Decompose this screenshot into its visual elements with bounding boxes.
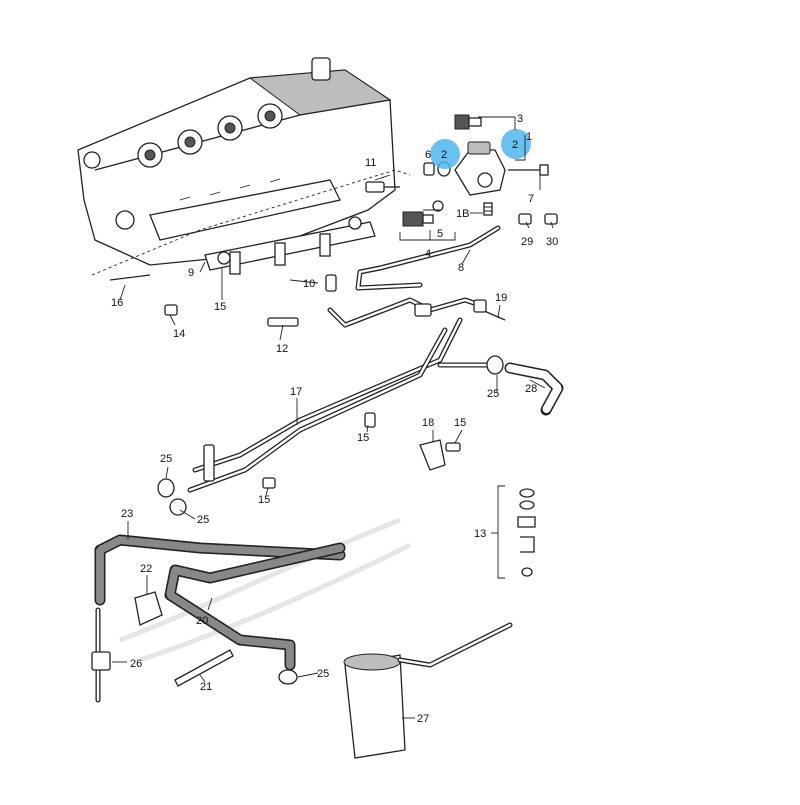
connector [414, 303, 432, 317]
label-21: 21 [200, 681, 212, 693]
label-7: 7 [528, 193, 534, 205]
bolts [109, 274, 461, 489]
clip-17 [203, 444, 215, 482]
label-28: 28 [525, 383, 537, 395]
watermark [119, 517, 412, 663]
fuel-line-17 [192, 317, 463, 473]
cylinder-head [77, 57, 396, 266]
label-4: 4 [425, 248, 431, 260]
label-12: 12 [276, 343, 288, 355]
label-30: 30 [546, 236, 558, 248]
highlight-2-right [501, 129, 531, 159]
caps-25 [157, 355, 504, 685]
label-11: 11 [365, 157, 376, 169]
label-5: 5 [437, 228, 443, 240]
label-1: 1 [526, 131, 532, 143]
bolt-1b [483, 202, 493, 216]
bolt-7 [508, 164, 549, 176]
label-15-lower: 15 [258, 494, 270, 506]
bracket-13 [497, 485, 505, 579]
bracket-4 [399, 232, 456, 241]
label-17: 17 [290, 386, 302, 398]
label-8: 8 [458, 262, 464, 274]
label-9: 9 [188, 267, 194, 279]
label-18: 18 [422, 417, 434, 429]
label-29: 29 [521, 236, 533, 248]
strip-21 [174, 649, 234, 687]
label-20: 20 [196, 615, 208, 627]
label-10: 10 [303, 278, 315, 290]
sensor-4 [402, 200, 444, 227]
clamp-22 [134, 591, 163, 626]
label-6: 6 [425, 149, 431, 161]
label-2-right: 2 [512, 139, 518, 151]
label-2-left: 2 [441, 149, 447, 161]
bolt-19 [473, 299, 506, 321]
label-3: 3 [517, 113, 523, 125]
label-13: 13 [474, 528, 486, 540]
clip-set-13 [517, 488, 536, 577]
label-19: 19 [495, 292, 507, 304]
label-27: 27 [417, 713, 429, 725]
sensor-11 [365, 181, 400, 193]
high-pressure-pump [454, 114, 506, 196]
label-14: 14 [173, 328, 185, 340]
leader-lines [112, 116, 554, 719]
label-25-lower: 25 [197, 514, 209, 526]
label-25-right: 25 [487, 388, 499, 400]
fuel-rail [204, 216, 376, 275]
fittings-29-30 [518, 213, 558, 225]
highlight-2-left [430, 139, 460, 169]
label-16: 16 [111, 297, 123, 309]
label-26: 26 [130, 658, 142, 670]
label-25-left: 25 [160, 453, 172, 465]
canister-27 [343, 622, 513, 759]
label-25-canister: 25 [317, 668, 329, 680]
label-15-mid: 15 [357, 432, 369, 444]
bracket-18 [419, 439, 446, 471]
connector-26 [91, 607, 111, 703]
label-1b: 1B [456, 208, 469, 220]
label-22: 22 [140, 563, 152, 575]
label-23: 23 [121, 508, 133, 520]
label-15-right: 15 [454, 417, 466, 429]
label-15-rail: 15 [214, 301, 226, 313]
part-labels: 1 2 2 3 4 5 6 7 8 9 10 11 12 13 14 15 15… [111, 113, 558, 725]
